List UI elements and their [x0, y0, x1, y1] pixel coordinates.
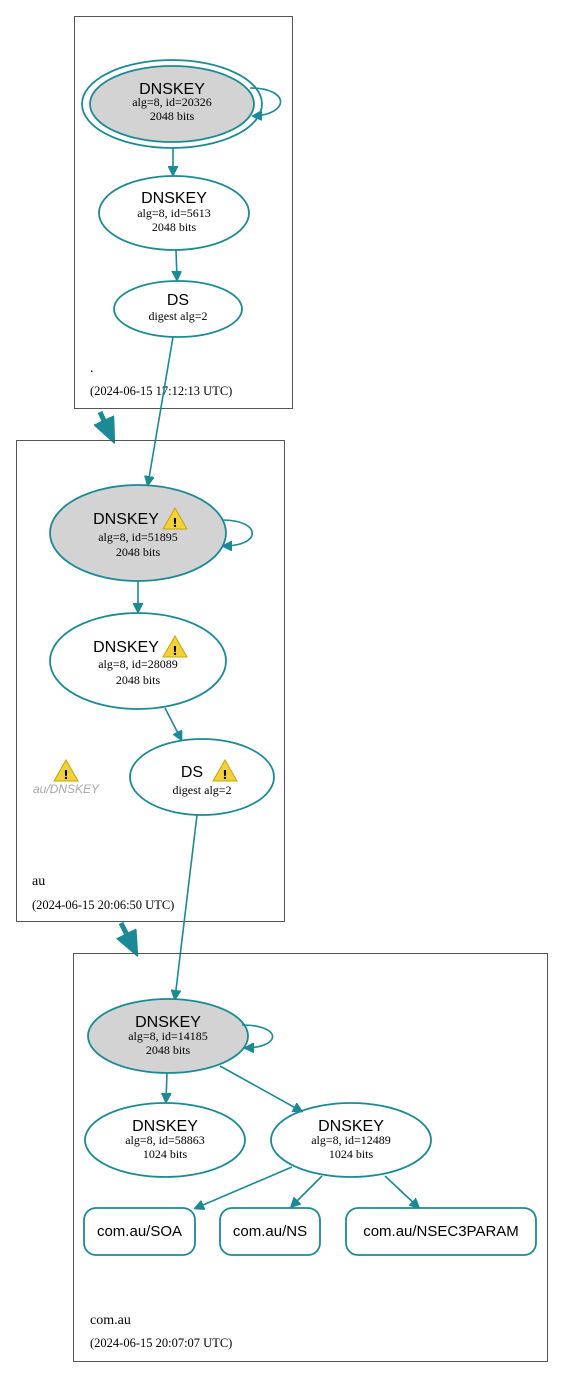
- zsk-to-soa-edge: [196, 1166, 293, 1208]
- rrset-label: com.au/NS: [233, 1223, 307, 1240]
- node-key-info: alg=8, id=12489: [311, 1133, 391, 1147]
- svg-text:!: !: [63, 768, 68, 782]
- rrset-box: [219, 1207, 321, 1256]
- node-key-info: alg=8, id=58863: [125, 1133, 205, 1147]
- node-key-info: alg=8, id=5613: [137, 206, 211, 220]
- ds-to-comau-ksk-edge: [175, 814, 198, 998]
- node-type: DNSKEY: [139, 81, 205, 98]
- zone-timestamp: (2024-06-15 20:07:07 UTC): [90, 1336, 232, 1350]
- node-digest-info: digest alg=2: [172, 783, 231, 797]
- zone-name: .: [90, 361, 94, 376]
- ksk-to-zsk-58863-edge: [166, 1072, 167, 1101]
- zone-comau-box: [73, 953, 548, 1362]
- zone-au: DNSKEY ! alg=8, id=51895 2048 bits DNSKE…: [16, 440, 285, 922]
- node-key-size: 2048 bits: [116, 545, 161, 559]
- root-zsk-node[interactable]: DNSKEY alg=8, id=5613 2048 bits: [98, 175, 250, 251]
- node-key-size: 2048 bits: [146, 1043, 191, 1057]
- node-type: DNSKEY: [132, 1118, 198, 1135]
- rrset-ns[interactable]: com.au/NS: [219, 1207, 321, 1256]
- svg-text:!: !: [172, 644, 177, 658]
- node-key-size: 1024 bits: [329, 1147, 374, 1161]
- root-ds-node[interactable]: DS digest alg=2: [113, 280, 243, 338]
- rrset-label: com.au/SOA: [97, 1223, 182, 1240]
- node-key-size: 2048 bits: [152, 220, 197, 234]
- rrset-label: com.au/NSEC3PARAM: [363, 1223, 519, 1240]
- zone-comau: DNSKEY alg=8, id=14185 2048 bits DNSKEY …: [73, 953, 548, 1362]
- zsk-to-ns-edge: [292, 1175, 323, 1206]
- zsk-to-ds-edge: [164, 707, 181, 739]
- self-sign-edge: [241, 1024, 274, 1048]
- comau-zsk-12489-node[interactable]: DNSKEY alg=8, id=12489 1024 bits: [270, 1102, 432, 1178]
- warning-icon: !: [53, 758, 79, 782]
- node-type: DNSKEY: [318, 1118, 384, 1135]
- svg-text:!: !: [172, 516, 177, 530]
- node-type: DS: [167, 292, 189, 309]
- au-dnskey-note[interactable]: ! au/DNSKEY: [33, 758, 100, 796]
- zsk-ellipse: [98, 175, 250, 251]
- ds-to-au-ksk-edge: [148, 336, 174, 484]
- node-key-info: alg=8, id=20326: [132, 95, 212, 109]
- zone-name: com.au: [90, 1313, 131, 1328]
- zone-name: au: [32, 874, 45, 889]
- node-digest-info: digest alg=2: [148, 309, 207, 323]
- zone-timestamp: (2024-06-15 20:06:50 UTC): [32, 898, 174, 912]
- node-type: DNSKEY: [93, 511, 159, 528]
- au-ksk-node[interactable]: DNSKEY ! alg=8, id=51895 2048 bits: [49, 484, 227, 582]
- au-zsk-node[interactable]: DNSKEY ! alg=8, id=28089 2048 bits: [49, 612, 227, 710]
- zone-timestamp: (2024-06-15 17:12:13 UTC): [90, 384, 232, 398]
- zsk-to-nsec3param-edge: [384, 1175, 418, 1207]
- rrset-soa[interactable]: com.au/SOA: [83, 1207, 196, 1256]
- zsk-to-ds-edge: [176, 249, 177, 279]
- ksk-to-zsk-12489-edge: [219, 1065, 301, 1111]
- note-label: au/DNSKEY: [33, 782, 100, 796]
- zone-root: DNSKEY alg=8, id=20326 2048 bits DNSKEY …: [74, 16, 293, 409]
- rrset-box: [345, 1207, 537, 1256]
- node-type: DS: [181, 764, 203, 781]
- zsk-ellipse: [49, 612, 227, 710]
- rrset-nsec3param[interactable]: com.au/NSEC3PARAM: [345, 1207, 537, 1256]
- zone-au-box: [16, 440, 285, 922]
- node-key-info: alg=8, id=28089: [98, 657, 178, 671]
- node-type: DNSKEY: [93, 639, 159, 656]
- rrset-box: [83, 1207, 196, 1256]
- zsk-ellipse: [270, 1102, 432, 1178]
- ksk-ellipse: [87, 998, 249, 1074]
- warning-icon: !: [162, 634, 188, 658]
- node-key-info: alg=8, id=14185: [128, 1029, 208, 1043]
- zone-root-box: [74, 16, 293, 409]
- self-sign-edge: [249, 87, 282, 116]
- node-key-size: 2048 bits: [150, 109, 195, 123]
- comau-zsk-58863-node[interactable]: DNSKEY alg=8, id=58863 1024 bits: [84, 1102, 246, 1178]
- comau-ksk-node[interactable]: DNSKEY alg=8, id=14185 2048 bits: [87, 998, 249, 1074]
- au-ds-node[interactable]: DS ! digest alg=2: [129, 738, 275, 816]
- ds-ellipse: [129, 738, 275, 816]
- delegation-edge-au-comau: [121, 921, 136, 953]
- self-sign-edge: [222, 519, 253, 546]
- svg-text:!: !: [222, 768, 227, 782]
- warning-icon: !: [162, 506, 188, 530]
- ksk-ellipse: [89, 65, 255, 143]
- node-key-size: 1024 bits: [143, 1147, 188, 1161]
- delegation-edge-root-au: [100, 410, 116, 440]
- node-key-info: alg=8, id=51895: [98, 530, 178, 544]
- node-key-size: 2048 bits: [116, 673, 161, 687]
- node-type: DNSKEY: [135, 1014, 201, 1031]
- node-type: DNSKEY: [141, 190, 207, 207]
- root-ksk-node[interactable]: DNSKEY alg=8, id=20326 2048 bits: [81, 59, 263, 149]
- warning-icon: !: [212, 758, 238, 782]
